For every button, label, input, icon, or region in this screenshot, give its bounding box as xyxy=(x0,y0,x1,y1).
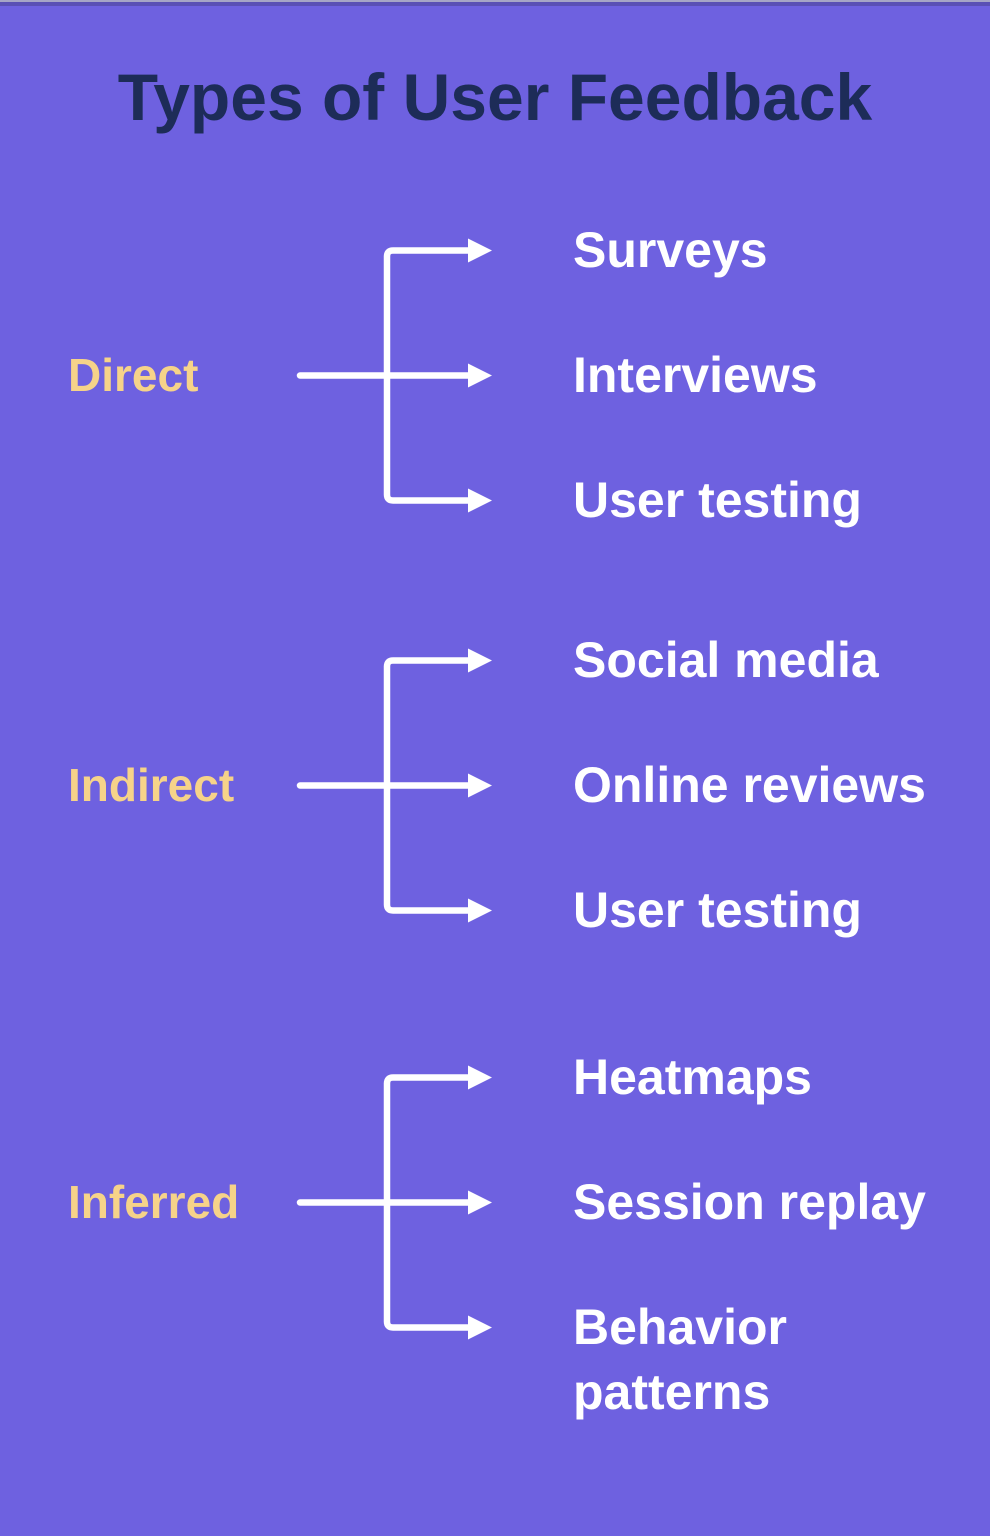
category-label-indirect: Indirect xyxy=(68,759,235,811)
item-label: User testing xyxy=(573,882,862,938)
arrowhead-bottom-icon xyxy=(468,898,492,923)
arrowhead-middle-icon xyxy=(468,1190,492,1215)
item-label: Surveys xyxy=(573,222,768,278)
item-row: Social media xyxy=(573,598,983,723)
arrowhead-top-icon xyxy=(468,1065,492,1090)
item-row: Surveys xyxy=(573,188,983,313)
top-edge-shadow-line xyxy=(0,2,990,6)
category-group-direct: Direct Surveys Interviews User testing xyxy=(0,188,990,563)
item-row: User testing xyxy=(573,848,983,973)
arrowhead-top-icon xyxy=(468,238,492,263)
category-group-inferred: Inferred Heatmaps Session replay Behavio… xyxy=(0,1015,990,1420)
item-row: Interviews xyxy=(573,313,983,438)
item-label: Interviews xyxy=(573,347,818,403)
item-label: Online reviews xyxy=(573,757,926,813)
item-row: Session replay xyxy=(573,1140,983,1265)
arrowhead-middle-icon xyxy=(468,363,492,388)
arrowhead-bottom-icon xyxy=(468,488,492,513)
branch-connector-icon xyxy=(296,238,492,513)
item-row: User testing xyxy=(573,438,983,563)
category-group-indirect: Indirect Social media Online reviews Use… xyxy=(0,598,990,973)
item-row: Behavior patterns xyxy=(573,1265,953,1455)
item-label: User testing xyxy=(573,472,862,528)
item-label: Behavior patterns xyxy=(573,1299,787,1420)
branch-connector-icon xyxy=(296,648,492,923)
item-label: Heatmaps xyxy=(573,1049,812,1105)
item-row: Heatmaps xyxy=(573,1015,983,1140)
top-edge-light-line xyxy=(0,0,990,2)
arrowhead-middle-icon xyxy=(468,773,492,798)
item-label: Social media xyxy=(573,632,879,688)
category-label-direct: Direct xyxy=(68,349,199,401)
page-title: Types of User Feedback xyxy=(117,60,873,134)
item-label: Session replay xyxy=(573,1174,926,1230)
arrowhead-top-icon xyxy=(468,648,492,673)
category-label-inferred: Inferred xyxy=(68,1176,240,1228)
branch-connector-icon xyxy=(296,1065,492,1340)
item-row: Online reviews xyxy=(573,723,983,848)
arrowhead-bottom-icon xyxy=(468,1315,492,1340)
